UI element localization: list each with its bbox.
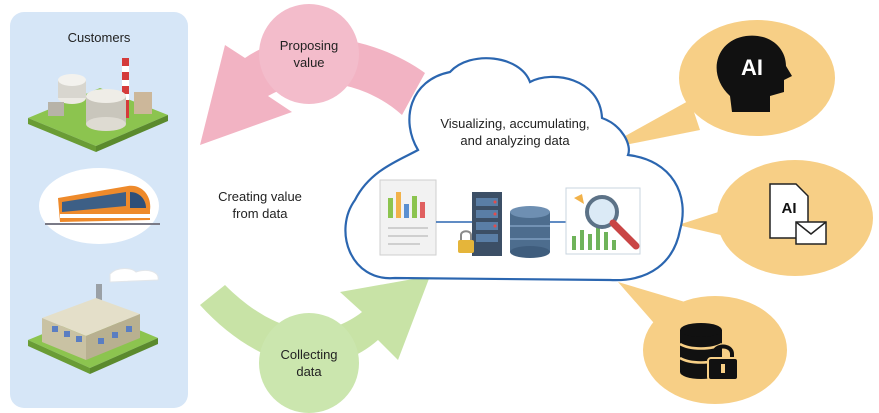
collecting-circle [259,313,359,413]
proposing-label-line2: value [293,55,325,70]
collecting-label-line1: Collecting [280,347,338,362]
database-lock-icon [679,323,739,381]
creating-value-line2: from data [232,206,288,221]
ai-head-text: AI [741,55,763,80]
train-icon [39,168,160,244]
ai-document-text: AI [781,200,797,217]
chart-document-icon [379,179,437,256]
cloud-label-line1: Visualizing, accumulating, [440,116,590,131]
collecting-label: Collecting data [259,346,359,380]
factory-complex-icon [28,58,168,152]
cloud-label-line2: and analyzing data [460,133,570,148]
ai-head-icon [716,35,792,113]
creating-value-label: Creating value from data [205,188,315,222]
factory-icon [28,268,159,374]
proposing-label: Proposing value [259,37,359,71]
proposing-circle [259,4,359,104]
database-icon [510,206,550,258]
proposing-arrow [200,37,425,146]
proposing-label-line1: Proposing [279,38,339,53]
ai-head-bubble [600,20,835,150]
cloud-label: Visualizing, accumulating, and analyzing… [420,115,610,149]
envelope-icon [795,221,827,245]
magnifier-chart-icon [550,187,641,255]
server-icon [436,192,502,256]
customers-title: Customers [67,30,131,45]
collecting-label-line2: data [296,364,322,379]
creating-value-line1: Creating value [218,189,302,204]
collecting-arrow [200,276,430,366]
padlock-icon [458,230,474,253]
